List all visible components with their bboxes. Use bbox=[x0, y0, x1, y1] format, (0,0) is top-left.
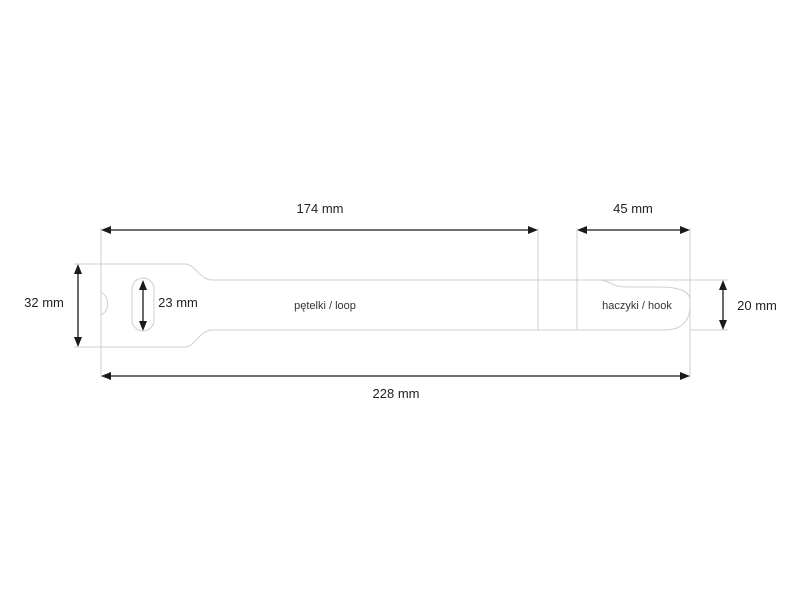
dim-loop-length bbox=[101, 226, 538, 234]
head-notch bbox=[100, 264, 109, 347]
dim-head-width-label: 32 mm bbox=[24, 295, 64, 310]
dim-hook-length bbox=[577, 226, 690, 234]
dim-total-length bbox=[101, 372, 690, 380]
dim-loop-length-label: 174 mm bbox=[297, 201, 344, 216]
strap-outline bbox=[80, 263, 691, 348]
dim-total-length-label: 228 mm bbox=[373, 386, 420, 401]
hook-section-label: haczyki / hook bbox=[602, 300, 672, 312]
dim-strap-width bbox=[719, 280, 727, 330]
dim-head-width bbox=[74, 264, 82, 347]
loop-section-label: pętelki / loop bbox=[294, 300, 356, 312]
dim-strap-width-label: 20 mm bbox=[737, 298, 777, 313]
dim-hook-length-label: 45 mm bbox=[613, 201, 653, 216]
dim-slot-length bbox=[139, 280, 147, 331]
hook-section-edge bbox=[577, 279, 691, 301]
dim-slot-length-label: 23 mm bbox=[158, 295, 198, 310]
